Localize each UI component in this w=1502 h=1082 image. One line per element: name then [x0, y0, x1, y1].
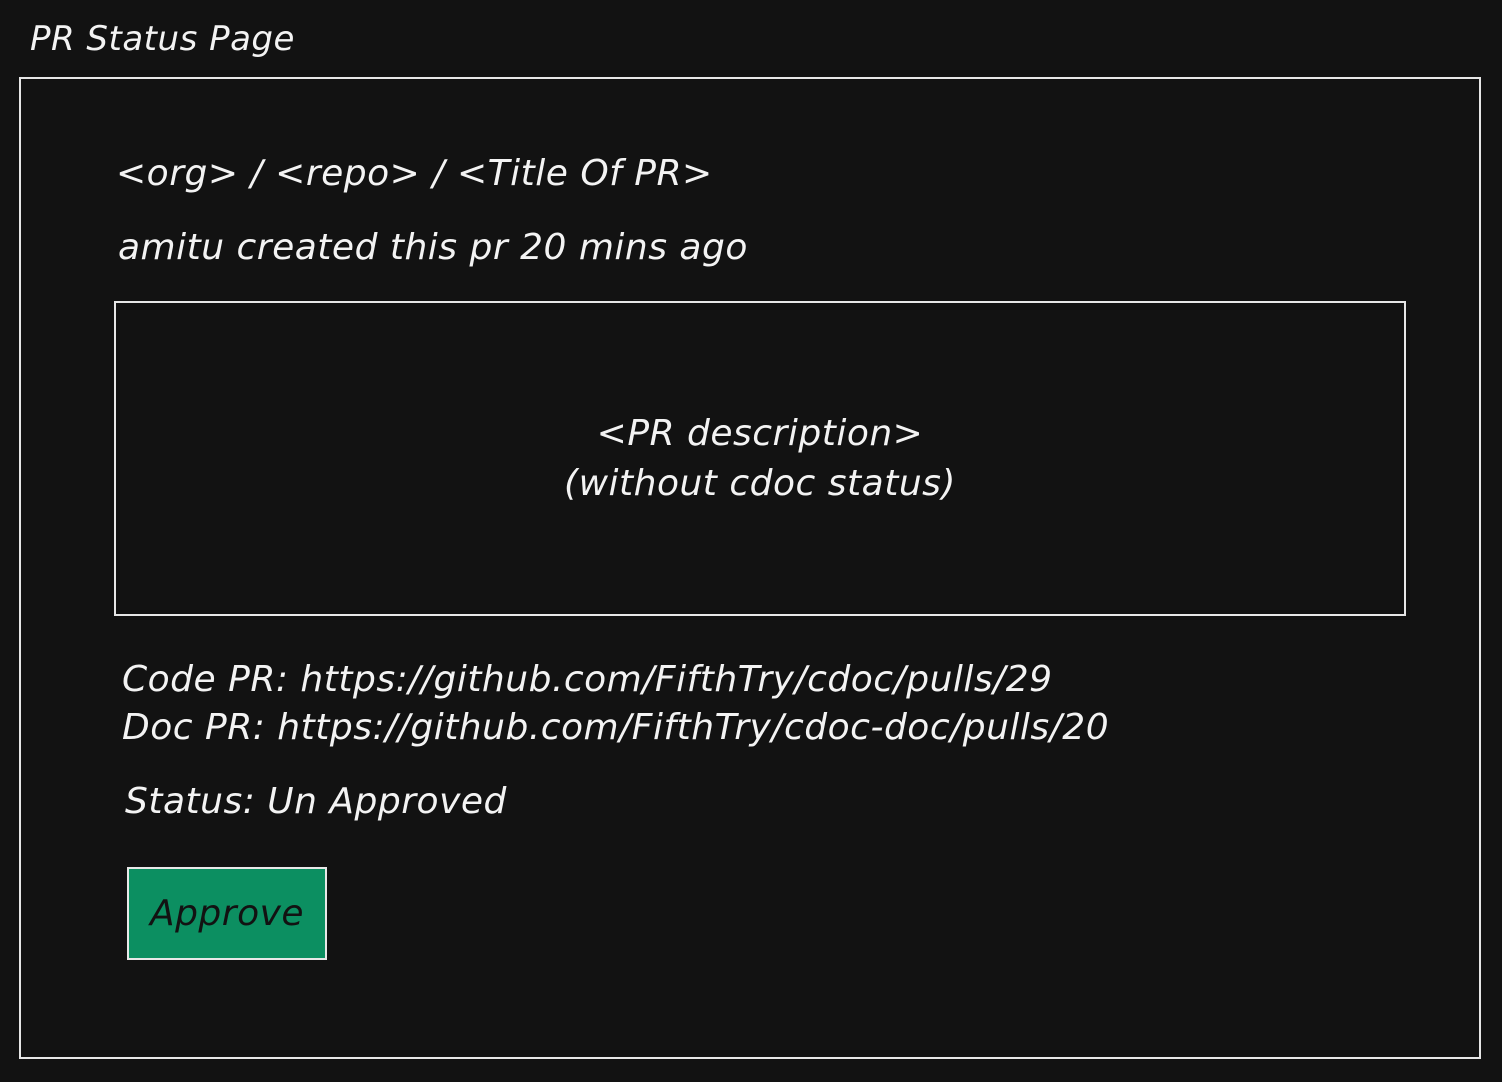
doc-pr-label: Doc PR: [122, 707, 266, 748]
status-value: Un Approved [267, 781, 507, 822]
pr-links: Code PR: https://github.com/FifthTry/cdo… [122, 656, 1109, 752]
breadcrumb: <org> / <repo> / <Title Of PR> [116, 156, 713, 192]
breadcrumb-repo[interactable]: <repo> [275, 153, 421, 194]
doc-pr-link[interactable]: https://github.com/FifthTry/cdoc-doc/pul… [277, 707, 1110, 748]
code-pr-link[interactable]: https://github.com/FifthTry/cdoc/pulls/2… [300, 659, 1053, 700]
breadcrumb-org[interactable]: <org> [116, 153, 239, 194]
pr-description-box: <PR description> (without cdoc status) [114, 301, 1406, 616]
page-label: PR Status Page [30, 19, 295, 59]
breadcrumb-separator: / [250, 153, 264, 194]
pr-created-meta: amitu created this pr 20 mins ago [118, 227, 748, 268]
doc-pr-row: Doc PR: https://github.com/FifthTry/cdoc… [122, 704, 1109, 752]
code-pr-row: Code PR: https://github.com/FifthTry/cdo… [122, 656, 1109, 704]
approve-button[interactable]: Approve [127, 867, 327, 960]
pr-status: Status: Un Approved [125, 784, 507, 820]
breadcrumb-separator: / [432, 153, 445, 194]
pr-description-note: (without cdoc status) [564, 462, 956, 504]
breadcrumb-pr-title: <Title Of PR> [456, 153, 713, 194]
page-frame [19, 77, 1481, 1059]
code-pr-label: Code PR: [122, 659, 289, 700]
status-label: Status: [125, 781, 256, 822]
pr-description-text: <PR description> [596, 412, 924, 454]
